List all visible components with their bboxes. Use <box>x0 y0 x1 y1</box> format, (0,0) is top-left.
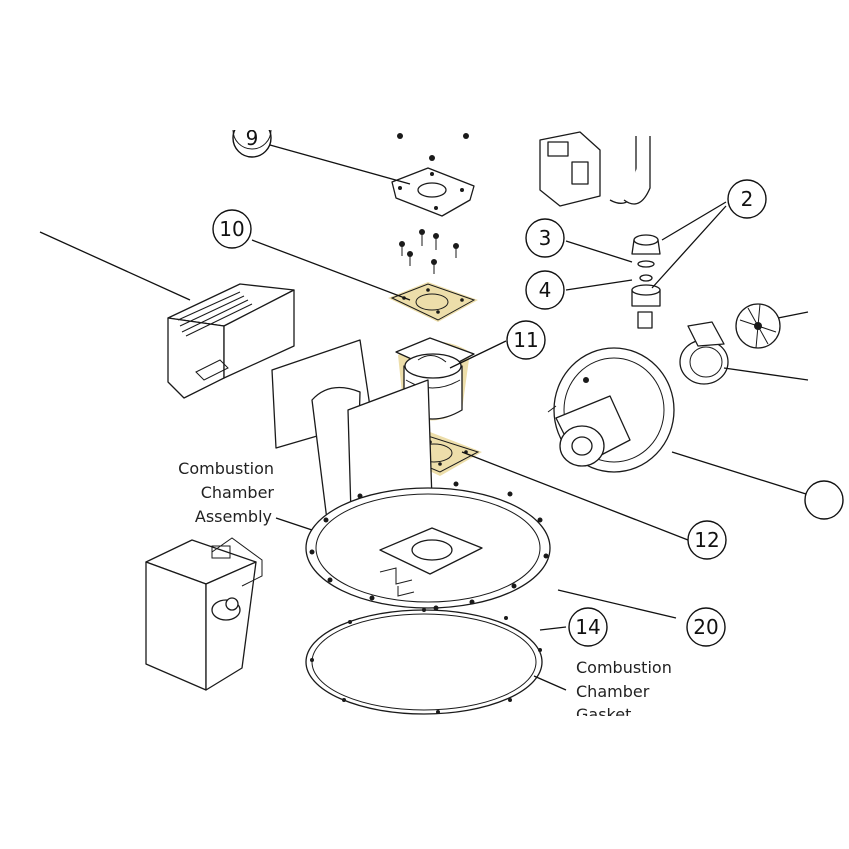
intake-adapter <box>679 321 729 385</box>
control-box <box>145 537 263 691</box>
mounting-screws <box>399 229 459 274</box>
callout-4-number: 4 <box>539 278 552 302</box>
callout-4: 4 <box>525 270 565 310</box>
intake-screen <box>735 303 781 349</box>
highlight-part-10 <box>388 282 478 322</box>
combustion-blower <box>547 347 675 473</box>
leader-lines <box>39 144 809 691</box>
label-combustion-chamber-gasket: Combustion Chamber Gasket <box>576 658 672 724</box>
crop-mask-top <box>0 0 849 130</box>
label-assembly-line-3: Assembly <box>195 507 272 526</box>
callout-2-number: 2 <box>741 187 754 211</box>
callout-10-number: 10 <box>219 217 244 241</box>
callout-11: 11 <box>506 320 546 360</box>
callout-3-number: 3 <box>539 226 552 250</box>
callout-9-top <box>232 129 272 150</box>
gas-valve <box>539 131 651 207</box>
callout-11-number: 11 <box>513 328 538 352</box>
callout-2: 2 <box>727 179 767 219</box>
callout-14-number: 14 <box>575 615 600 639</box>
label-gasket-line-2: Chamber <box>576 682 650 701</box>
callout-20-number: 20 <box>693 615 718 639</box>
callout-cut-off <box>804 480 844 520</box>
air-intake-box <box>167 283 295 399</box>
combustion-chamber-assembly <box>271 339 551 611</box>
gas-fittings <box>631 234 661 329</box>
callout-12-number: 12 <box>694 528 719 552</box>
callout-12: 12 <box>687 520 727 560</box>
callout-9-number: 9 <box>246 126 259 150</box>
label-assembly-line-1: Combustion <box>178 459 274 478</box>
callout-20: 20 <box>686 607 726 647</box>
intake-grille-slots <box>177 291 253 337</box>
label-assembly-line-2: Chamber <box>201 483 275 502</box>
callout-3: 3 <box>525 218 565 258</box>
crop-mask-bottom <box>0 716 849 849</box>
mounting-plate <box>391 133 475 217</box>
callout-10: 10 <box>212 209 252 249</box>
label-combustion-chamber-assembly: Combustion Chamber Assembly <box>178 459 274 526</box>
label-gasket-line-1: Combustion <box>576 658 672 677</box>
callout-14: 14 <box>568 607 608 647</box>
combustion-chamber-gasket <box>305 608 543 715</box>
